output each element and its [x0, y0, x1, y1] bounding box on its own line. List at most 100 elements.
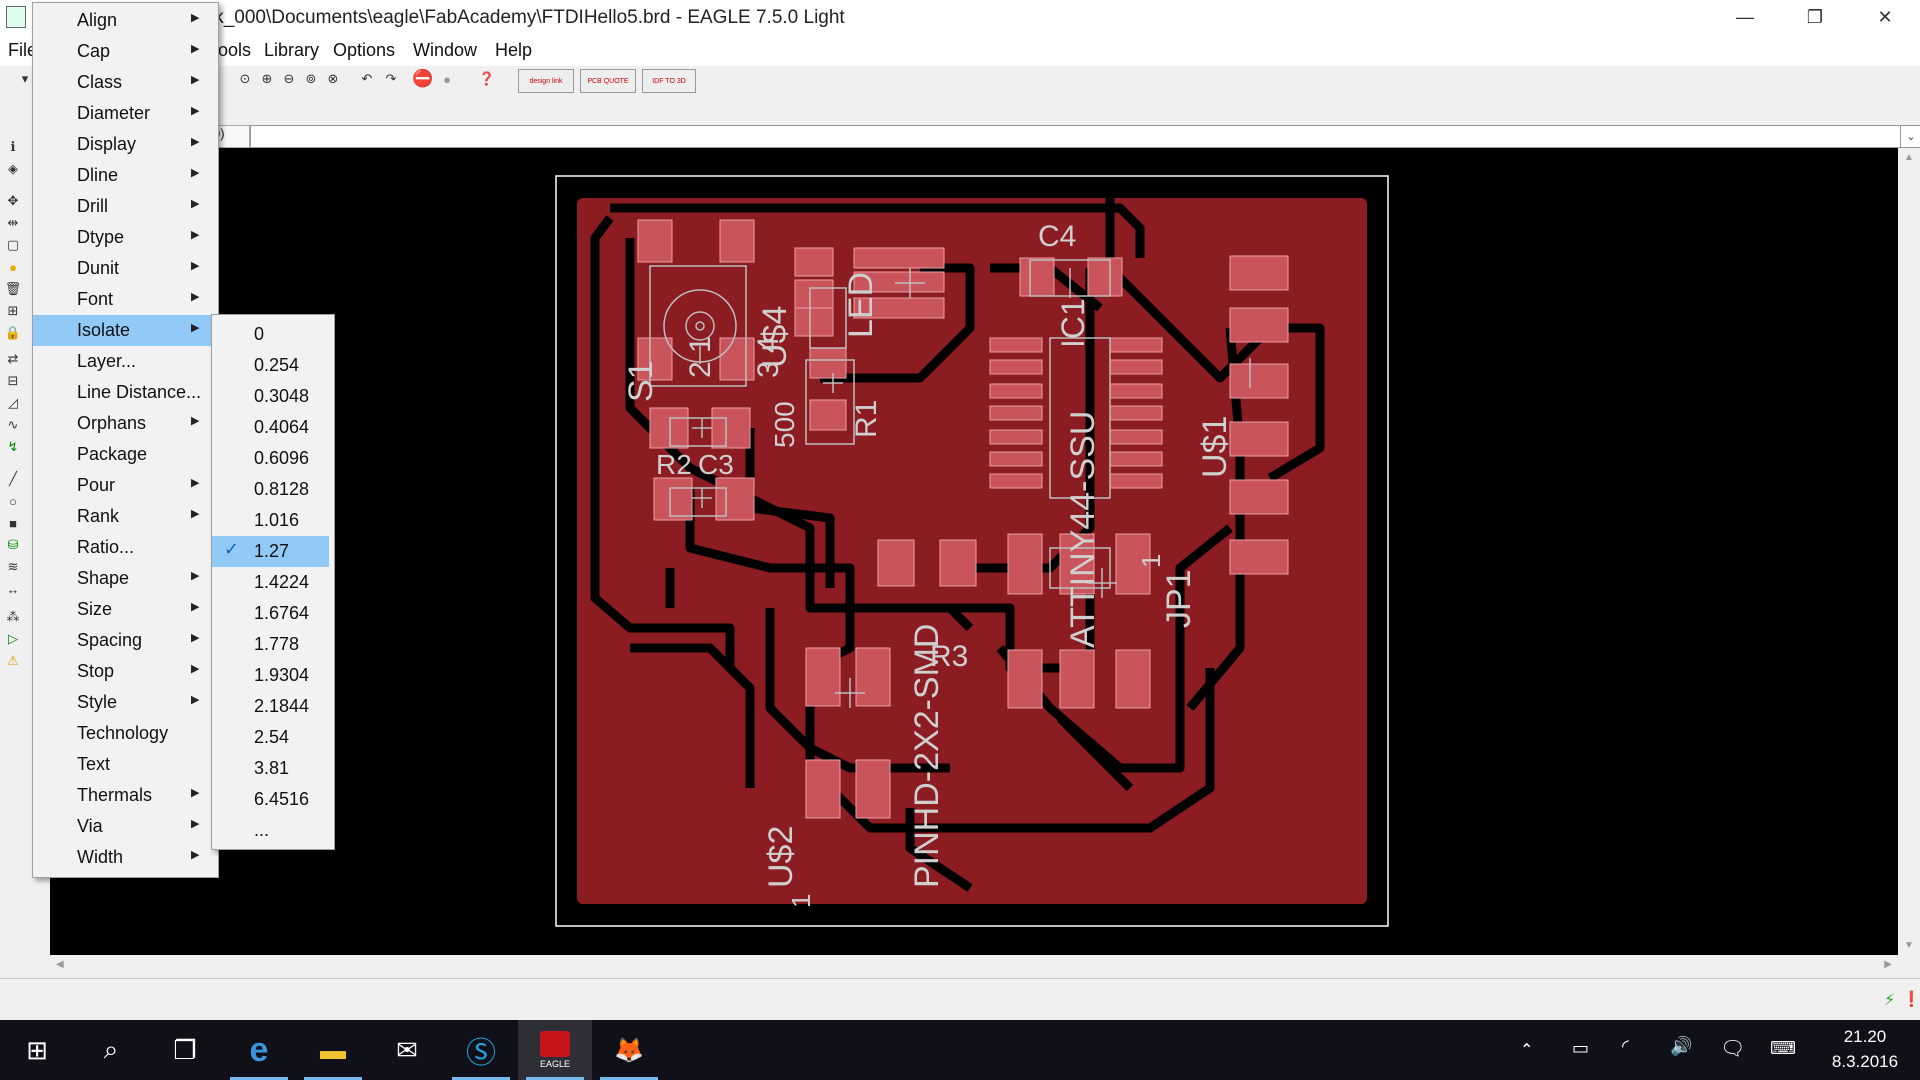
- zoom-fit-icon[interactable]: ⊙: [239, 71, 251, 86]
- change-menu-item[interactable]: Isolate▶: [33, 315, 217, 346]
- optimize-icon[interactable]: ⊟: [7, 373, 19, 388]
- change-menu-item[interactable]: Size▶: [33, 594, 217, 625]
- mirror-icon[interactable]: ⇹: [7, 215, 19, 230]
- isolate-option[interactable]: 1.778: [212, 629, 329, 660]
- change-menu-item[interactable]: Display▶: [33, 129, 217, 160]
- move-icon[interactable]: ✥: [7, 193, 19, 208]
- clock-time[interactable]: 21.20: [1843, 1027, 1887, 1046]
- zoom-redraw-icon[interactable]: ⊚: [305, 71, 317, 86]
- change-menu-item[interactable]: Cap▶: [33, 36, 217, 67]
- change-menu-item[interactable]: Drill▶: [33, 191, 217, 222]
- show-icon[interactable]: ◈: [8, 161, 18, 176]
- change-menu-item[interactable]: Pour▶: [33, 470, 217, 501]
- isolate-option[interactable]: 2.54: [212, 722, 329, 753]
- split-icon[interactable]: ◿: [8, 395, 18, 410]
- route-icon[interactable]: ↯: [7, 439, 19, 454]
- skype-icon[interactable]: Ⓢ: [444, 1020, 518, 1080]
- open-icon[interactable]: ▾: [21, 71, 29, 86]
- delete-icon[interactable]: 🗑: [4, 281, 22, 296]
- edge-browser-icon[interactable]: e: [222, 1020, 296, 1080]
- isolate-option[interactable]: 3.81: [212, 753, 329, 784]
- isolate-option[interactable]: 2.1844: [212, 691, 329, 722]
- change-menu-item[interactable]: Ratio...: [33, 532, 217, 563]
- menu-library[interactable]: Library: [264, 40, 320, 60]
- change-menu-item[interactable]: Layer...: [33, 346, 217, 377]
- clock-date[interactable]: 8.3.2016: [1831, 1052, 1899, 1071]
- minimize-button[interactable]: —: [1736, 6, 1754, 27]
- change-menu-item[interactable]: Orphans▶: [33, 408, 217, 439]
- isolate-option[interactable]: 0.3048: [212, 381, 329, 412]
- scroll-left-icon[interactable]: ◀: [56, 959, 64, 970]
- eagle-taskbar-button[interactable]: EAGLE: [518, 1020, 592, 1080]
- error-status-icon[interactable]: ❗: [1902, 991, 1920, 1008]
- isolate-option[interactable]: 1.6764: [212, 598, 329, 629]
- gimp-icon[interactable]: 🦊: [592, 1020, 666, 1080]
- change-menu-item[interactable]: Class▶: [33, 67, 217, 98]
- change-menu-item[interactable]: Dline▶: [33, 160, 217, 191]
- menu-options[interactable]: Options: [333, 40, 396, 60]
- polygon-icon[interactable]: ⛁: [7, 537, 19, 552]
- change-menu-item[interactable]: Technology: [33, 718, 217, 749]
- isolate-option[interactable]: 1.016: [212, 505, 329, 536]
- group-icon[interactable]: ▢: [6, 237, 20, 252]
- design-link-button[interactable]: design link: [518, 69, 574, 93]
- change-menu-item[interactable]: Thermals▶: [33, 780, 217, 811]
- notification-icon[interactable]: 🗨: [1720, 1038, 1746, 1060]
- mail-icon[interactable]: ✉: [396, 1034, 418, 1065]
- app-icon[interactable]: [6, 6, 26, 28]
- vertical-scrollbar[interactable]: ▲ ▼: [1898, 148, 1920, 955]
- volume-icon[interactable]: 🔊: [1670, 1036, 1693, 1056]
- pcb-quote-button[interactable]: PCB QUOTE: [580, 69, 636, 93]
- start-button[interactable]: ⊞: [26, 1034, 48, 1065]
- info-icon[interactable]: ℹ: [10, 139, 16, 154]
- show-hidden-icons[interactable]: ⌃: [1520, 1042, 1534, 1059]
- power-status-icon[interactable]: ⚡: [1884, 992, 1896, 1009]
- change-menu-item[interactable]: Font▶: [33, 284, 217, 315]
- replace-icon[interactable]: ⇄: [7, 351, 19, 366]
- command-history-dropdown[interactable]: ⌄: [1900, 125, 1920, 148]
- scroll-down-icon[interactable]: ▼: [1904, 940, 1914, 951]
- change-menu-item[interactable]: Width▶: [33, 842, 217, 873]
- redo-icon[interactable]: ↷: [385, 71, 397, 86]
- close-button[interactable]: ✕: [1877, 6, 1893, 27]
- undo-icon[interactable]: ↶: [361, 71, 373, 86]
- change-menu-item[interactable]: Align▶: [33, 5, 217, 36]
- change-menu-item[interactable]: Dtype▶: [33, 222, 217, 253]
- change-menu-item[interactable]: Spacing▶: [33, 625, 217, 656]
- lock-icon[interactable]: 🔒: [4, 325, 22, 340]
- isolate-option[interactable]: 0.8128: [212, 474, 329, 505]
- change-menu-item[interactable]: Style▶: [33, 687, 217, 718]
- line-icon[interactable]: ╱: [9, 471, 17, 486]
- change-menu-item[interactable]: Rank▶: [33, 501, 217, 532]
- zoom-in-icon[interactable]: ⊕: [261, 71, 273, 86]
- isolate-option[interactable]: 0.6096: [212, 443, 329, 474]
- isolate-option[interactable]: 0.254: [212, 350, 329, 381]
- erc-warning-icon[interactable]: ⚠: [7, 653, 19, 668]
- change-menu-item[interactable]: Text: [33, 749, 217, 780]
- menu-help[interactable]: Help: [495, 40, 533, 60]
- scroll-right-icon[interactable]: ▶: [1884, 959, 1892, 970]
- scroll-up-icon[interactable]: ▲: [1904, 152, 1914, 163]
- zoom-area-icon[interactable]: ⊗: [327, 71, 339, 86]
- add-icon[interactable]: ⊞: [7, 303, 19, 318]
- isolate-option[interactable]: 0.4064: [212, 412, 329, 443]
- change-menu-item[interactable]: Package: [33, 439, 217, 470]
- wire-icon[interactable]: ∿: [7, 417, 19, 432]
- idf-to-3d-button[interactable]: IDF TO 3D: [642, 69, 696, 93]
- change-icon[interactable]: ●: [9, 259, 17, 275]
- isolate-option[interactable]: 0: [212, 319, 329, 350]
- ratsnest-icon[interactable]: ⁂: [6, 609, 20, 624]
- change-menu-item[interactable]: Diameter▶: [33, 98, 217, 129]
- isolate-option[interactable]: 1.9304: [212, 660, 329, 691]
- wifi-icon[interactable]: ◜: [1622, 1036, 1629, 1056]
- change-menu-item[interactable]: Stop▶: [33, 656, 217, 687]
- rect-icon[interactable]: ■: [9, 515, 17, 531]
- command-input[interactable]: [250, 125, 1902, 148]
- isolate-option[interactable]: ...: [212, 815, 329, 846]
- isolate-option[interactable]: ✓1.27: [212, 536, 329, 567]
- isolate-option[interactable]: 6.4516: [212, 784, 329, 815]
- dimension-icon[interactable]: ↔: [6, 581, 20, 597]
- horizontal-scrollbar[interactable]: ◀ ▶: [50, 955, 1898, 978]
- restore-button[interactable]: ❐: [1806, 6, 1824, 27]
- menu-tools[interactable]: ools: [218, 40, 252, 60]
